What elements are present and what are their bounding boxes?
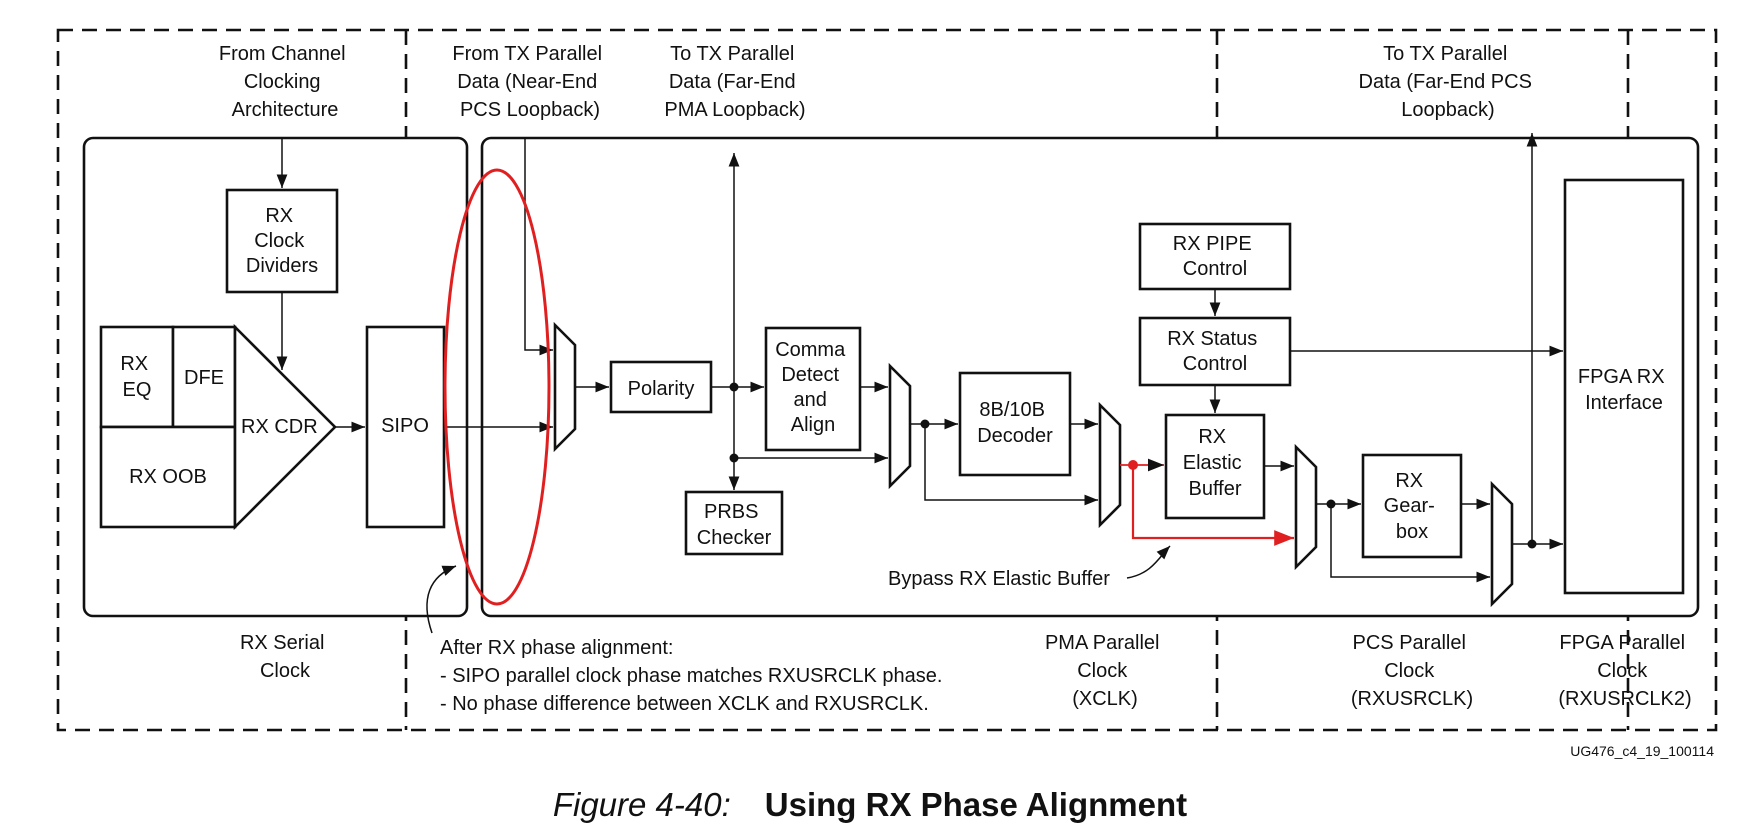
prbs-checker-block	[684, 490, 784, 556]
rx-pipe-control-label: RX PIPE Control	[1173, 233, 1257, 280]
rx-oob-block	[99, 425, 237, 529]
figure-caption: Figure 4-40: Using RX Phase Alignment	[0, 786, 1740, 824]
doc-id: UG476_c4_19_100114	[1570, 743, 1714, 759]
comma-detect-label: Comma Detect and Align	[775, 339, 851, 436]
pcs-parallel-clock-label: PCS Parallel Clock (RXUSRCLK)	[1351, 632, 1473, 710]
bypass-note: Bypass RX Elastic Buffer	[888, 568, 1110, 590]
sipo-block	[365, 325, 446, 529]
rx-status-control-label: RX Status Control	[1167, 328, 1263, 375]
rx-status-control-block	[1138, 316, 1292, 387]
phase-alignment-highlight-ellipse	[443, 168, 551, 606]
signal-paths	[276, 133, 1563, 583]
loopback-mux	[553, 321, 577, 453]
rx-gearbox-label: RX Gear- box	[1384, 470, 1441, 543]
rx-elastic-buffer-block	[1164, 413, 1266, 520]
phase-note-pointer	[426, 565, 457, 634]
to-tx-parallel-pma-label: To TX Parallel Data (Far-End PMA Loopbac…	[664, 43, 805, 121]
polarity-block	[609, 360, 713, 414]
bypass-junction-dot	[1128, 460, 1138, 470]
comma-bypass-mux	[888, 362, 912, 490]
bypass-note-pointer	[1126, 545, 1171, 579]
fpga-rx-interface-block	[1563, 178, 1685, 595]
rx-gearbox-block	[1361, 453, 1463, 559]
from-tx-parallel-label: From TX Parallel Data (Near-End PCS Loop…	[452, 43, 607, 121]
rx-oob-label: RX OOB	[129, 466, 207, 488]
from-channel-clocking-label: From Channel Clocking Architecture	[219, 43, 351, 121]
rx-phase-alignment-diagram: From Channel Clocking Architecture From …	[56, 28, 1718, 759]
rx-eq-block	[99, 325, 175, 429]
comma-detect-block	[764, 326, 862, 452]
prbs-checker-label: PRBS Checker	[697, 501, 772, 549]
dfe-block	[171, 325, 237, 429]
rx-elastic-buffer-label: RX Elastic Buffer	[1183, 426, 1247, 500]
pma-parallel-clock-label: PMA Parallel Clock (XCLK)	[1045, 632, 1165, 710]
decoder-block	[958, 371, 1072, 477]
rx-clock-dividers-label: RX Clock Dividers	[246, 205, 318, 277]
fpga-parallel-clock-label: FPGA Parallel Clock (RXUSRCLK2)	[1558, 632, 1691, 710]
buffer-bypass-mux	[1294, 443, 1318, 571]
figure-title: Using RX Phase Alignment	[764, 786, 1188, 823]
rx-eq-label: RX EQ	[120, 353, 153, 401]
polarity-label: Polarity	[628, 378, 695, 400]
rx-cdr-block	[233, 323, 337, 531]
elastic-buffer-bypass-path	[1131, 465, 1294, 546]
rx-cdr-label: RX CDR	[241, 416, 318, 438]
dfe-label: DFE	[184, 367, 224, 389]
figure-number: Figure 4-40:	[552, 786, 731, 823]
rx-clock-dividers-block	[225, 188, 339, 294]
decoder-label: 8B/10B Decoder	[977, 399, 1053, 447]
outer-dashed-border	[56, 28, 1718, 732]
rx-serial-clock-label: RX Serial Clock	[240, 632, 330, 682]
junction-dots	[729, 382, 1537, 549]
decoder-bypass-mux	[1098, 401, 1122, 529]
phase-alignment-note: After RX phase alignment: - SIPO paralle…	[440, 637, 948, 715]
sipo-label: SIPO	[381, 415, 429, 437]
rx-pipe-control-block	[1138, 222, 1292, 291]
fpga-rx-interface-label: FPGA RX Interface	[1578, 366, 1670, 414]
gearbox-bypass-mux	[1490, 480, 1514, 608]
to-tx-parallel-pcs-label: To TX Parallel Data (Far-End PCS Loopbac…	[1359, 43, 1538, 121]
